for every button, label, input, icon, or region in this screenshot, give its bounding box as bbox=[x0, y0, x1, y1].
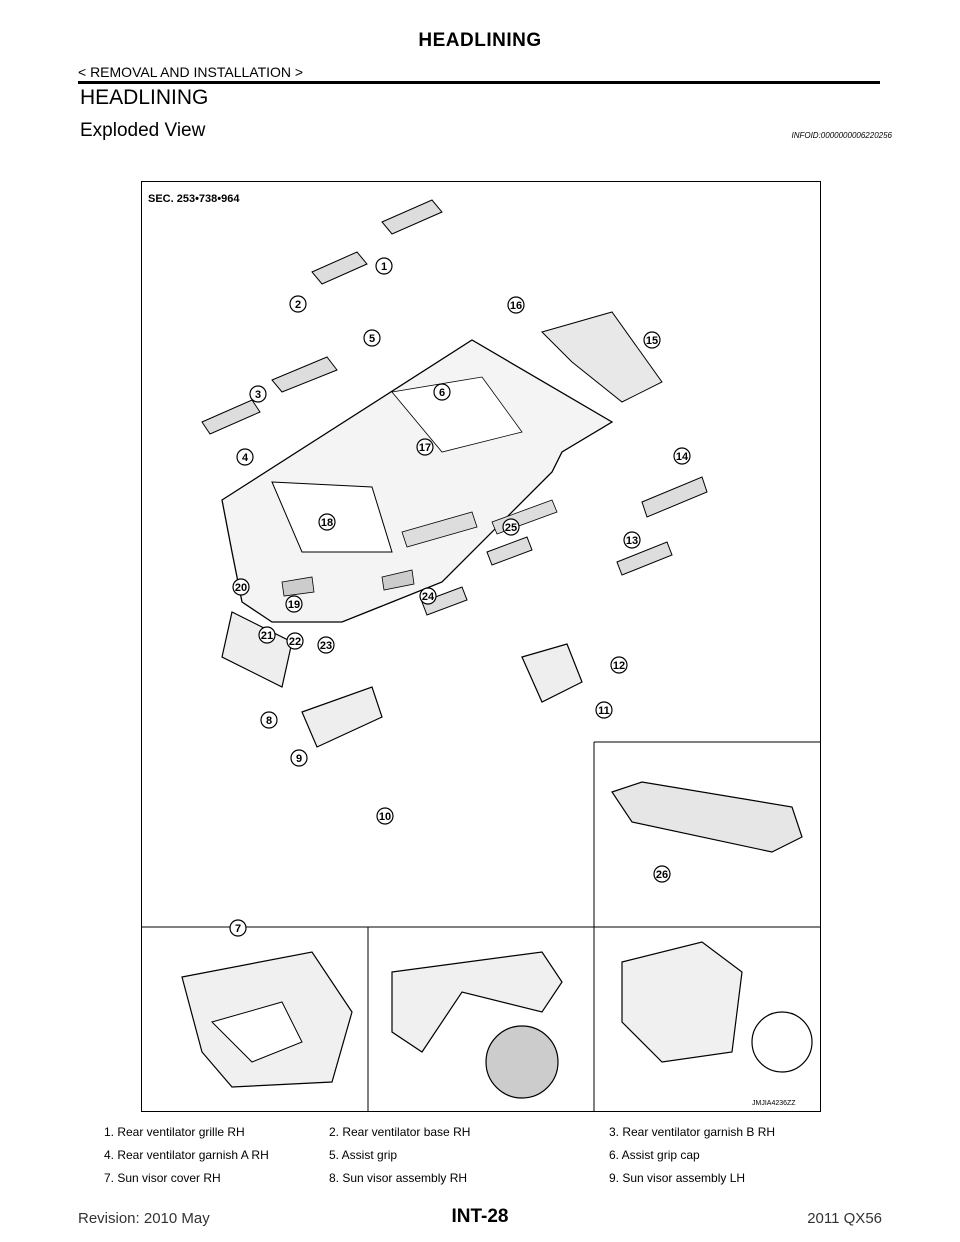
legend-row: 7. Sun visor cover RH 8. Sun visor assem… bbox=[104, 1171, 884, 1194]
callout-circle bbox=[375, 257, 393, 275]
callout-label: 3 bbox=[255, 389, 261, 401]
callout-label: 11 bbox=[598, 705, 610, 717]
callout-label: 17 bbox=[419, 442, 431, 454]
legend-row: 4. Rear ventilator garnish A RH 5. Assis… bbox=[104, 1148, 884, 1171]
callout-circle bbox=[595, 701, 613, 719]
callout-circle bbox=[236, 448, 254, 466]
sec-label: SEC. 253•738•964 bbox=[148, 193, 240, 205]
revision-date: Revision: 2010 May bbox=[78, 1210, 210, 1227]
callout-label: 18 bbox=[321, 517, 333, 529]
callout-label: 19 bbox=[288, 599, 300, 611]
legend-item: 9. Sun visor assembly LH bbox=[609, 1171, 746, 1185]
callout-circle bbox=[258, 626, 276, 644]
callout-label: 10 bbox=[379, 811, 391, 823]
callout-circle bbox=[286, 632, 304, 650]
callout-label: 21 bbox=[261, 630, 273, 642]
callout-label: 22 bbox=[289, 636, 301, 648]
subsection-title: Exploded View bbox=[80, 120, 206, 141]
callout-label: 12 bbox=[613, 660, 625, 672]
callout-circle bbox=[318, 513, 336, 531]
callout-circle bbox=[289, 295, 307, 313]
header-divider bbox=[78, 81, 880, 84]
callout-circle bbox=[419, 587, 437, 605]
callout-label: 5 bbox=[369, 333, 375, 345]
callout-label: 15 bbox=[646, 335, 658, 347]
callout-label: 16 bbox=[510, 300, 522, 312]
callout-label: 26 bbox=[656, 869, 668, 881]
legend-item: 1. Rear ventilator grille RH bbox=[104, 1125, 245, 1139]
info-id: INFOID:0000000006220256 bbox=[791, 131, 892, 140]
callout-label: 9 bbox=[296, 753, 302, 765]
callout-circle bbox=[260, 711, 278, 729]
callout-circle bbox=[285, 595, 303, 613]
callout-label: 23 bbox=[320, 640, 332, 652]
parts-legend: 1. Rear ventilator grille RH 2. Rear ven… bbox=[104, 1125, 884, 1194]
legend-row: 1. Rear ventilator grille RH 2. Rear ven… bbox=[104, 1125, 884, 1148]
figure-ref-code: JMJIA4236ZZ bbox=[752, 1100, 796, 1107]
callout-circle bbox=[229, 919, 247, 937]
callout-circle bbox=[317, 636, 335, 654]
callout-circle bbox=[653, 865, 671, 883]
model-year: 2011 QX56 bbox=[807, 1210, 882, 1227]
breadcrumb[interactable]: < REMOVAL AND INSTALLATION > bbox=[78, 64, 304, 80]
legend-item: 5. Assist grip bbox=[329, 1148, 398, 1162]
callout-circle bbox=[433, 383, 451, 401]
callout-circle bbox=[232, 578, 250, 596]
callout-circle bbox=[673, 447, 691, 465]
callout-circle bbox=[416, 438, 434, 456]
legend-item: 3. Rear ventilator garnish B RH bbox=[609, 1125, 776, 1139]
callout-label: 20 bbox=[235, 582, 247, 594]
legend-item: 8. Sun visor assembly RH bbox=[329, 1171, 468, 1185]
legend-item: 4. Rear ventilator garnish A RH bbox=[104, 1148, 269, 1162]
callout-label: 14 bbox=[676, 451, 689, 463]
callout-circle bbox=[507, 296, 525, 314]
callout-circle bbox=[249, 385, 267, 403]
legend-item: 2. Rear ventilator base RH bbox=[329, 1125, 471, 1139]
page-number: INT-28 bbox=[451, 1206, 509, 1227]
callout-label: 1 bbox=[381, 261, 387, 273]
callout-label: 8 bbox=[266, 715, 272, 727]
section-title: HEADLINING bbox=[80, 86, 209, 109]
callout-circle bbox=[502, 518, 520, 536]
callout-label: 7 bbox=[235, 923, 241, 935]
page-header-title: HEADLINING bbox=[418, 30, 542, 51]
callout-circle bbox=[363, 329, 381, 347]
legend-item: 7. Sun visor cover RH bbox=[104, 1171, 221, 1185]
callout-circle bbox=[623, 531, 641, 549]
callout-circle bbox=[643, 331, 661, 349]
callout-label: 2 bbox=[295, 299, 301, 311]
callout-circle bbox=[290, 749, 308, 767]
legend-item: 6. Assist grip cap bbox=[609, 1148, 700, 1162]
callout-label: 4 bbox=[242, 452, 249, 464]
callout-label: 25 bbox=[505, 522, 517, 534]
exploded-view-drawing: SEC. 253•738•964 JMJIA4236ZZ 12345678910… bbox=[142, 193, 820, 1111]
callout-label: 6 bbox=[439, 387, 445, 399]
callout-circle bbox=[376, 807, 394, 825]
callout-circle bbox=[610, 656, 628, 674]
callout-label: 13 bbox=[626, 535, 638, 547]
callout-label: 24 bbox=[422, 591, 435, 603]
